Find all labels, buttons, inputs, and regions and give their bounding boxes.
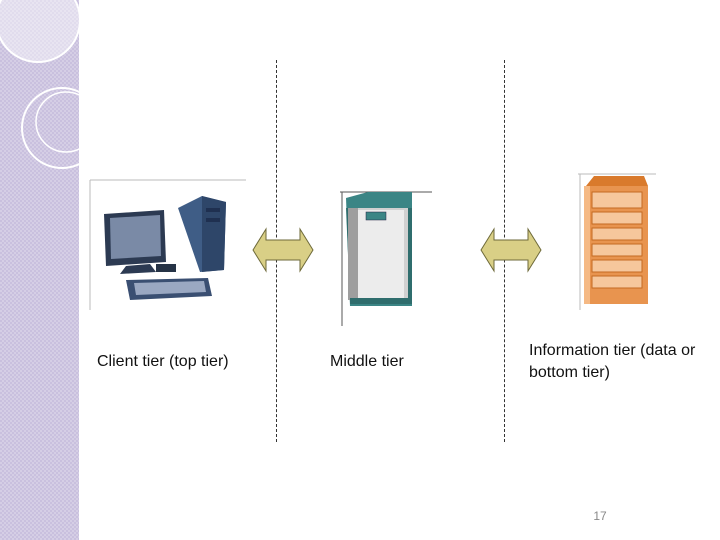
database-server-icon	[578, 173, 656, 310]
information-tier-label: Information tier (data or bottom tier)	[529, 342, 696, 381]
sidebar-pattern	[0, 0, 79, 540]
decorative-circles	[0, 0, 103, 169]
server-icon	[340, 191, 432, 326]
desktop-computer-icon	[89, 179, 246, 310]
bidirectional-arrow-client-middle	[252, 227, 314, 273]
page-number: 17	[593, 509, 607, 523]
client-tier-label: Client tier (top tier)	[97, 353, 229, 370]
bidirectional-arrow-middle-information	[480, 227, 542, 273]
middle-tier-label: Middle tier	[330, 353, 404, 370]
